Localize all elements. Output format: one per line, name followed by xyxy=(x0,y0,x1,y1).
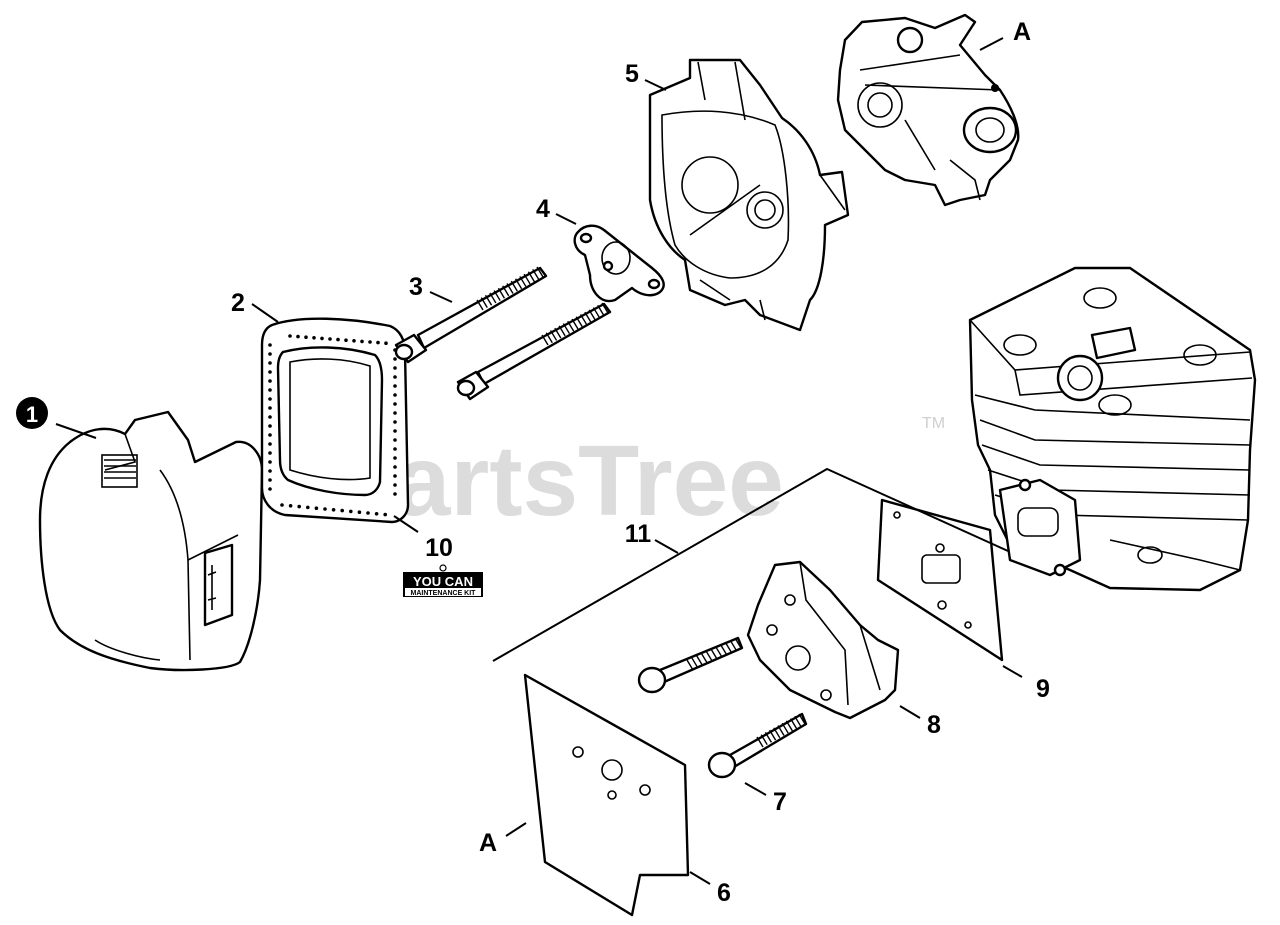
kit-11-bracket xyxy=(492,467,1009,662)
callout-a-bottom[interactable]: A xyxy=(479,829,497,857)
callout-11[interactable]: 11 xyxy=(625,520,652,548)
leader-lines xyxy=(55,37,1023,885)
watermark-trademark: TM xyxy=(922,415,945,432)
callout-7[interactable]: 7 xyxy=(773,788,787,816)
engine-cylinder[interactable] xyxy=(968,266,1257,592)
carburetor-assembly[interactable] xyxy=(836,13,1020,207)
part-3-bolts[interactable] xyxy=(394,266,612,401)
callout-6[interactable]: 6 xyxy=(717,879,731,907)
svg-text:1: 1 xyxy=(26,402,38,427)
part-8-intake[interactable] xyxy=(746,560,900,720)
callout-5[interactable]: 5 xyxy=(625,60,639,88)
part-4-spacer[interactable] xyxy=(573,224,665,303)
callout-1[interactable]: 1 xyxy=(16,397,48,429)
badge-line1: YOU CAN xyxy=(413,574,473,589)
callout-a-top[interactable]: A xyxy=(1013,18,1031,46)
maintenance-kit-badge: YOU CAN MAINTENANCE KIT xyxy=(403,564,483,597)
part-1-air-filter-cover[interactable] xyxy=(38,410,264,672)
callout-9[interactable]: 9 xyxy=(1036,675,1050,703)
badge-line2: MAINTENANCE KIT xyxy=(411,590,477,597)
callout-4[interactable]: 4 xyxy=(536,195,550,223)
part-6-heat-shield[interactable] xyxy=(523,673,690,917)
callout-2[interactable]: 2 xyxy=(231,289,245,317)
callout-10[interactable]: 10 xyxy=(425,534,453,562)
part-5-air-filter-base[interactable] xyxy=(648,58,850,332)
part-2-air-filter[interactable] xyxy=(260,317,410,524)
callout-8[interactable]: 8 xyxy=(927,711,941,739)
part-7-bolts[interactable] xyxy=(637,636,808,779)
part-9-gasket[interactable] xyxy=(876,498,1004,662)
callout-3[interactable]: 3 xyxy=(409,273,423,301)
